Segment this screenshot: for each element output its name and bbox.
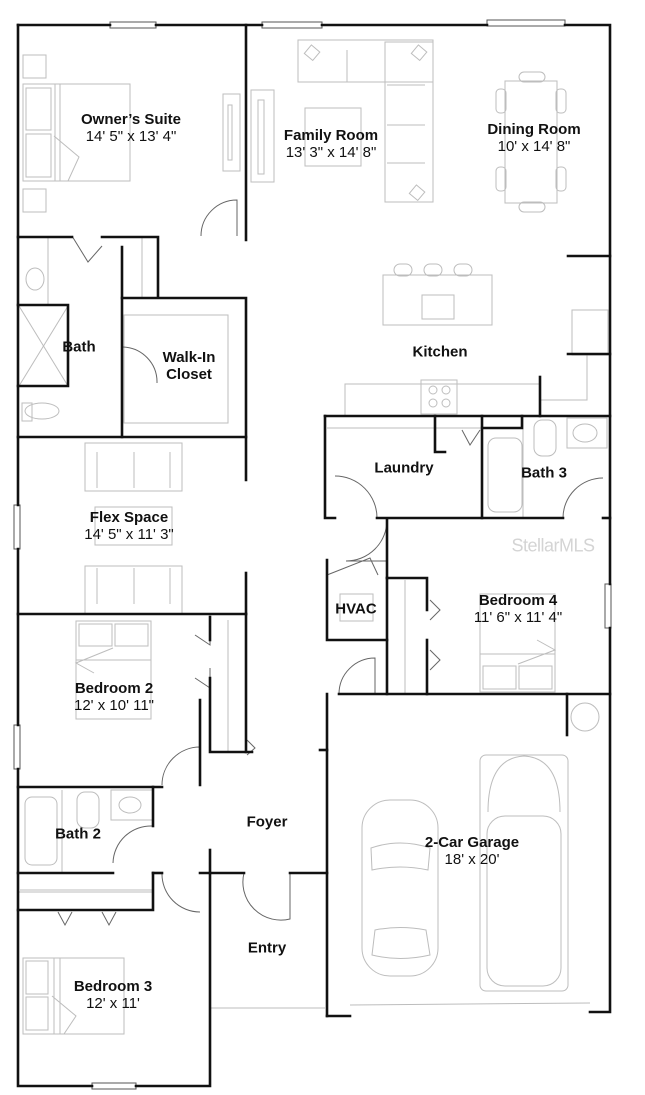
room-dimensions: 14' 5" x 11' 3" [84, 526, 174, 543]
room-bedroom-4: Bedroom 4 11' 6" x 11' 4" [474, 592, 562, 627]
walls [16, 23, 612, 1088]
room-name: Dining Room [487, 120, 581, 138]
room-name: Foyer [246, 813, 288, 831]
furniture [18, 39, 609, 1035]
room-name: Family Room [283, 126, 379, 144]
room-name: Entry [247, 939, 287, 957]
room-name: Owner’s Suite [80, 110, 182, 128]
room-bedroom-3: Bedroom 3 12' x 11' [74, 978, 152, 1013]
room-name: Bath 2 [55, 825, 101, 843]
room-bath-2: Bath 2 [55, 825, 101, 842]
room-dimensions: 14' 5" x 13' 4" [85, 128, 177, 145]
room-name: Kitchen [412, 343, 468, 361]
room-dining-room: Dining Room 10' x 14' 8" [487, 121, 580, 156]
watermark: StellarMLS [511, 535, 595, 556]
room-bedroom-2: Bedroom 2 12' x 10' 11" [74, 680, 154, 715]
room-name: Bath 3 [521, 464, 567, 482]
room-flex-space: Flex Space 14' 5" x 11' 3" [84, 509, 174, 544]
room-name: 2-Car Garage [424, 833, 520, 851]
room-bath-3: Bath 3 [521, 464, 567, 481]
room-dimensions: 12' x 10' 11" [74, 697, 154, 714]
room-dimensions: 13' 3" x 14' 8" [285, 144, 377, 161]
room-name: Bedroom 2 [74, 679, 154, 697]
room-name-line2: Closet [166, 366, 212, 383]
room-dimensions: 12' x 11' [86, 995, 140, 1012]
room-bath: Bath [62, 338, 95, 355]
room-name: Laundry [374, 459, 434, 477]
room-name: Bedroom 3 [73, 977, 153, 995]
room-family-room: Family Room 13' 3" x 14' 8" [284, 127, 378, 162]
room-name: Bedroom 4 [478, 591, 558, 609]
room-garage: 2-Car Garage 18' x 20' [425, 834, 519, 869]
room-entry: Entry [248, 939, 286, 956]
room-name: Walk-In [162, 348, 216, 366]
room-hvac: HVAC [335, 600, 376, 617]
room-dimensions: 18' x 20' [444, 851, 500, 868]
room-dimensions: 10' x 14' 8" [497, 138, 571, 155]
room-name: Flex Space [89, 508, 169, 526]
room-dimensions: 11' 6" x 11' 4" [473, 609, 563, 626]
room-owners-suite: Owner’s Suite 14' 5" x 13' 4" [81, 111, 181, 146]
room-walk-in-closet: Walk-In Closet [163, 349, 216, 384]
room-name: HVAC [335, 600, 377, 618]
room-foyer: Foyer [247, 813, 288, 830]
room-kitchen: Kitchen [412, 343, 467, 360]
room-name: Bath [62, 338, 96, 356]
room-laundry: Laundry [374, 459, 433, 476]
